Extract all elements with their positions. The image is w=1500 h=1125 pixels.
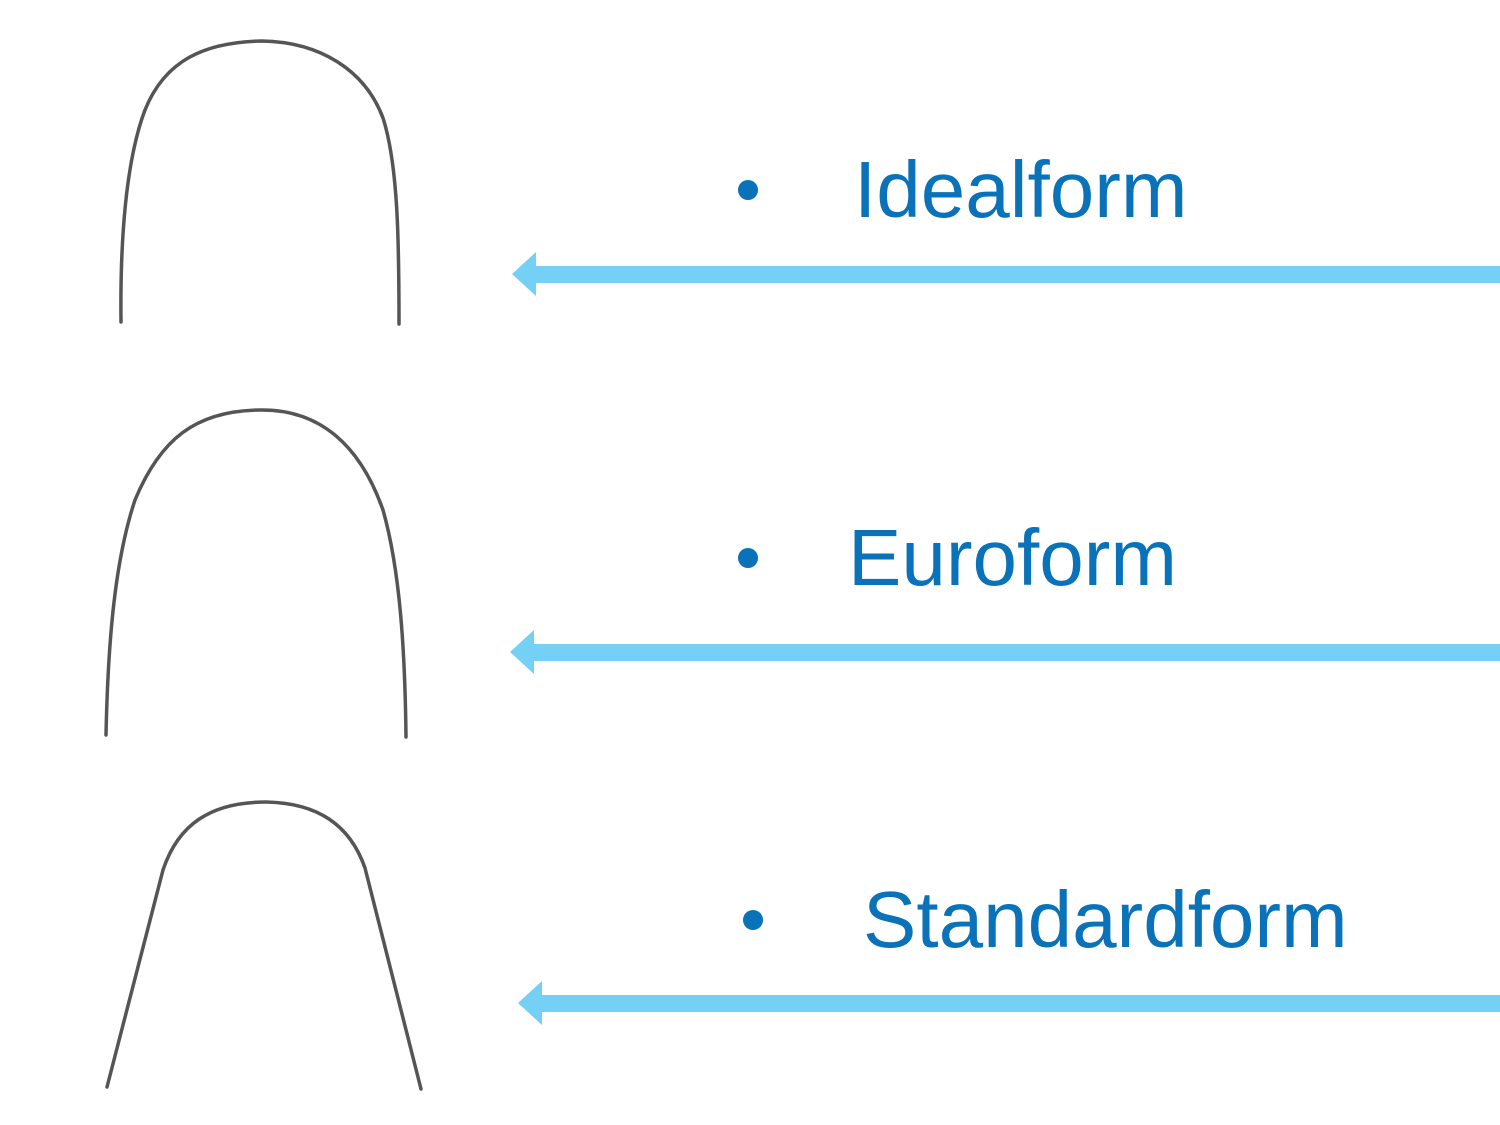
list-item: Standardform [743, 875, 1348, 965]
bullet-icon [738, 548, 758, 568]
label-standardform: Standardform [863, 875, 1348, 964]
arch-wire-ideal-icon [119, 39, 401, 326]
bullet-icon [738, 180, 758, 200]
left-arrow-icon [518, 981, 1500, 1025]
label-euroform: Euroform [848, 513, 1177, 602]
arch-wire-standard-icon [105, 800, 423, 1091]
arch-wire-euro-icon [104, 408, 408, 739]
label-idealform: Idealform [854, 145, 1188, 234]
list-item: Idealform [738, 145, 1187, 235]
list-item: Euroform [738, 513, 1177, 603]
left-arrow-icon [510, 630, 1500, 674]
left-arrow-icon [512, 252, 1500, 296]
bullet-icon [743, 910, 763, 930]
